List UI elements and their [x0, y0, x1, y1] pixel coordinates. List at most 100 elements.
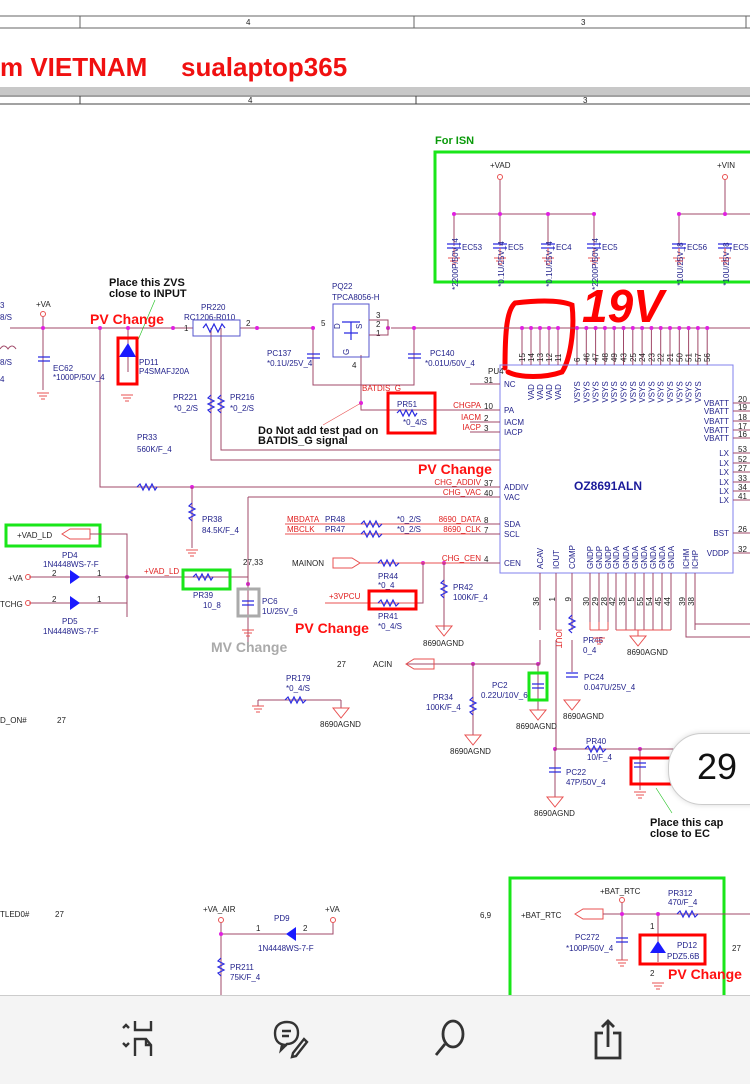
junction-dot	[546, 212, 550, 216]
pc22-value: 47P/50V_4	[566, 778, 606, 787]
pc137-value: *0.1U/25V_4	[267, 359, 313, 368]
scroll-pages-button[interactable]	[115, 1014, 165, 1064]
chip-pin-number: 52	[738, 455, 747, 464]
chip-pin-label: VSYS	[647, 381, 656, 402]
pin-number: 4	[352, 361, 357, 370]
chip-pin-label: VSYS	[582, 381, 591, 402]
pr221-ref: PR221	[173, 393, 198, 402]
isn-cap-ref: EC5	[508, 243, 524, 252]
pr40-ref: PR40	[586, 737, 607, 746]
schematic-page[interactable]: 4 3 m VIETNAM sualaptop365 4 3 For ISN +…	[0, 0, 750, 1000]
chip-pin-number: 40	[484, 489, 493, 498]
junction-dot	[602, 326, 607, 330]
chip-pin-number: 55	[636, 596, 645, 605]
chip-pin-number: 36	[532, 596, 541, 605]
pd5-ref: PD5	[62, 617, 78, 626]
diode-pd9-symbol	[286, 927, 296, 941]
chip-pin-label: IACP	[504, 428, 523, 437]
net-bat-rtc: +BAT_RTC	[600, 887, 641, 896]
pd4-ref: PD4	[62, 551, 78, 560]
chip-pin-number: 54	[645, 596, 654, 605]
net-mbdata: MBDATA	[287, 515, 320, 524]
chip-pin-label: GNDA	[649, 545, 658, 569]
chip-pin-number: 33	[738, 474, 747, 483]
chip-pin-label: VSYS	[657, 381, 666, 402]
pr44-value: *0_4	[378, 581, 395, 590]
junction-dot	[529, 326, 533, 330]
chip-pin-number: 18	[738, 413, 747, 422]
chip-pin-number: 20	[738, 395, 747, 404]
chip-pin-label: COMP	[568, 545, 577, 569]
net-acin: ACIN	[373, 660, 392, 669]
handwritten-loop-annotation	[502, 298, 576, 379]
chip-pin-label: GNDP	[604, 546, 613, 569]
pr211-value: 75K/F_4	[230, 973, 261, 982]
chip-pin-label: VBATT	[704, 407, 729, 416]
chip-pin-number: 15	[518, 353, 527, 362]
chip-pin-label: GNDA	[667, 545, 676, 569]
isn-cap-ref: EC5	[733, 243, 749, 252]
net-d-on: D_ON#	[0, 716, 27, 725]
header-ruler-bottom: 4 3	[0, 95, 750, 105]
pr38-value: 84.5K/F_4	[202, 526, 239, 535]
pd9-ref: PD9	[274, 914, 290, 923]
junction-dot	[520, 326, 524, 330]
chip-pin-label: ICHM	[682, 548, 691, 569]
pr39-ref: PR39	[193, 591, 214, 600]
chip-pin-number: 14	[527, 353, 536, 362]
chip-pin-number: 4	[484, 555, 489, 564]
cap-note: close to EC	[650, 828, 710, 840]
junction-dot	[538, 326, 542, 330]
junction-dot	[677, 326, 682, 330]
chip-pin-label: VSYS	[610, 381, 619, 402]
chip-pin-number: 42	[608, 596, 617, 605]
isn-cap-value: *2200P/50V_4	[451, 238, 460, 290]
ground-symbol	[719, 248, 731, 265]
pin-number: 5	[321, 319, 326, 328]
agnd-label: 8690AGND	[450, 747, 491, 756]
title-left: m VIETNAM	[0, 52, 147, 82]
chip-pin-number: 29	[591, 596, 600, 605]
vad-ld-highlight-box	[4, 523, 102, 548]
share-button[interactable]	[583, 1014, 633, 1064]
junction-dot	[640, 326, 645, 330]
ground-symbol	[673, 248, 685, 265]
pr221-value: *0_2/S	[174, 404, 198, 413]
pr48-ref: PR48	[325, 515, 346, 524]
chip-pin-label: VBATT	[704, 434, 729, 443]
chip-pin-label: VSYS	[666, 381, 675, 402]
chip-pin-number: 56	[703, 353, 712, 362]
pc6-ref: PC6	[262, 597, 278, 606]
page-number: 29	[697, 746, 738, 787]
isn-cap-value: *0.1U/25V_4	[497, 241, 506, 287]
zener-pd12-symbol	[650, 941, 666, 953]
isn-cap-value: *10U/25V_8	[722, 242, 731, 286]
net-vin: +VIN	[717, 161, 735, 170]
junction-dot	[593, 326, 598, 330]
chip-pin-number: 44	[663, 596, 672, 605]
chip-pin-label: LX	[719, 449, 729, 458]
chip-pin-number: 37	[484, 479, 493, 488]
chip-pin-label: IOUT	[552, 550, 561, 569]
chip-pin-number: 19	[738, 403, 747, 412]
chip-pin-label: GNDP	[595, 546, 604, 569]
ground-symbol	[494, 248, 506, 265]
chip-pin-number: 45	[654, 596, 663, 605]
ec62-value: *1000P/50V_4	[53, 373, 105, 382]
pc24-value: 0.047U/25V_4	[584, 683, 636, 692]
chip-pin-label: GNDA	[658, 545, 667, 569]
chip-pin-label: VBATT	[704, 426, 729, 435]
search-button[interactable]	[426, 1014, 476, 1064]
pc24-ref: PC24	[584, 673, 605, 682]
pc140-value: *0.01U/50V_4	[425, 359, 475, 368]
annotate-button[interactable]	[268, 1014, 318, 1064]
chip-pin-number: 8	[484, 516, 489, 525]
chip-pin-number: 7	[484, 526, 489, 535]
junction-dot	[592, 212, 596, 216]
net-va: +VA	[325, 905, 340, 914]
pr41-value: *0_4/S	[378, 622, 402, 631]
pr47-ref: PR47	[325, 525, 346, 534]
diode-pd5-symbol	[70, 596, 80, 610]
agnd-label: 8690AGND	[423, 639, 464, 648]
pc140-ref: PC140	[430, 349, 455, 358]
